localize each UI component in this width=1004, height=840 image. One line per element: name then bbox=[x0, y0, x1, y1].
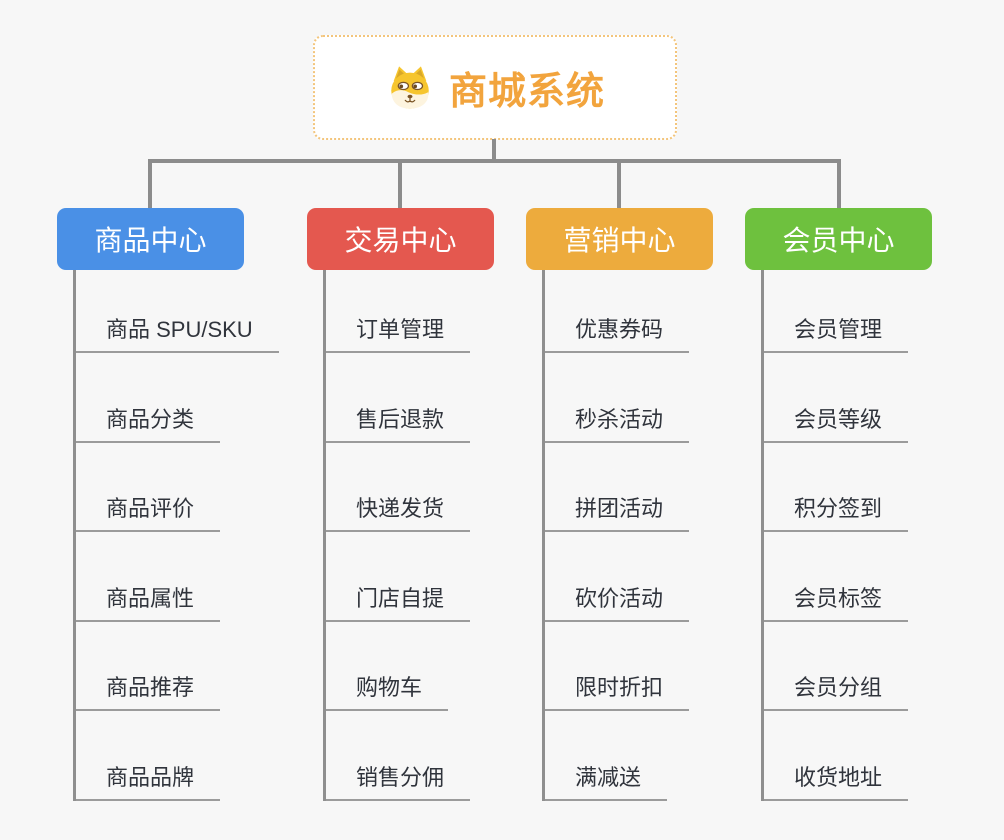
subtopic-row: 销售分佣 bbox=[326, 711, 471, 801]
subtopic-row: 秒杀活动 bbox=[545, 353, 690, 443]
branch-topic-marketing-center[interactable]: 营销中心 bbox=[526, 208, 713, 270]
subtopic-item[interactable]: 优惠券码 bbox=[545, 312, 690, 353]
subtopic-row: 商品 SPU/SKU bbox=[76, 270, 279, 353]
subtopic-row: 商品品牌 bbox=[76, 711, 279, 801]
subtopic-item[interactable]: 订单管理 bbox=[326, 312, 471, 353]
subtopic-column-trade: 订单管理 售后退款 快递发货 门店自提 购物车 销售分佣 bbox=[323, 270, 471, 801]
subtopic-row: 商品分类 bbox=[76, 353, 279, 443]
subtopic-row: 订单管理 bbox=[326, 270, 471, 353]
subtopic-item[interactable]: 满减送 bbox=[545, 760, 668, 801]
subtopic-item[interactable]: 商品评价 bbox=[76, 491, 221, 532]
subtopic-column-marketing: 优惠券码 秒杀活动 拼团活动 砍价活动 限时折扣 满减送 bbox=[542, 270, 690, 801]
subtopic-row: 快递发货 bbox=[326, 443, 471, 532]
subtopic-row: 会员等级 bbox=[764, 353, 909, 443]
subtopic-row: 会员分组 bbox=[764, 622, 909, 711]
subtopic-item[interactable]: 砍价活动 bbox=[545, 581, 690, 622]
subtopic-row: 商品推荐 bbox=[76, 622, 279, 711]
subtopic-item[interactable]: 门店自提 bbox=[326, 581, 471, 622]
subtopic-row: 积分签到 bbox=[764, 443, 909, 532]
subtopic-item[interactable]: 销售分佣 bbox=[326, 760, 471, 801]
subtopic-item[interactable]: 商品 SPU/SKU bbox=[76, 312, 279, 353]
subtopic-item[interactable]: 购物车 bbox=[326, 670, 449, 711]
subtopic-item[interactable]: 积分签到 bbox=[764, 491, 909, 532]
subtopic-row: 收货地址 bbox=[764, 711, 909, 801]
subtopic-item[interactable]: 收货地址 bbox=[764, 760, 909, 801]
connector-drop-product bbox=[148, 161, 152, 208]
subtopic-item[interactable]: 商品属性 bbox=[76, 581, 221, 622]
subtopic-row: 售后退款 bbox=[326, 353, 471, 443]
connector-root-stem bbox=[492, 139, 496, 163]
subtopic-item[interactable]: 会员标签 bbox=[764, 581, 909, 622]
subtopic-item[interactable]: 商品分类 bbox=[76, 402, 221, 443]
connector-drop-member bbox=[837, 161, 841, 208]
connector-drop-marketing bbox=[617, 161, 621, 208]
root-topic[interactable]: 商城系统 bbox=[313, 35, 677, 140]
branch-label: 营销中心 bbox=[563, 225, 676, 256]
subtopic-item[interactable]: 会员分组 bbox=[764, 670, 909, 711]
subtopic-row: 门店自提 bbox=[326, 532, 471, 622]
subtopic-item[interactable]: 会员等级 bbox=[764, 402, 909, 443]
subtopic-row: 限时折扣 bbox=[545, 622, 690, 711]
subtopic-row: 拼团活动 bbox=[545, 443, 690, 532]
subtopic-row: 购物车 bbox=[326, 622, 470, 711]
subtopic-column-member: 会员管理 会员等级 积分签到 会员标签 会员分组 收货地址 bbox=[761, 270, 909, 801]
subtopic-column-product: 商品 SPU/SKU 商品分类 商品评价 商品属性 商品推荐 商品品牌 bbox=[73, 270, 279, 801]
subtopic-row: 会员管理 bbox=[764, 270, 909, 353]
subtopic-item[interactable]: 拼团活动 bbox=[545, 491, 690, 532]
subtopic-row: 商品属性 bbox=[76, 532, 279, 622]
doge-icon bbox=[391, 66, 429, 109]
branch-topic-member-center[interactable]: 会员中心 bbox=[745, 208, 932, 270]
subtopic-row: 商品评价 bbox=[76, 443, 279, 532]
subtopic-row: 会员标签 bbox=[764, 532, 909, 622]
connector-drop-trade bbox=[398, 161, 402, 208]
subtopic-item[interactable]: 商品推荐 bbox=[76, 670, 221, 711]
branch-topic-trade-center[interactable]: 交易中心 bbox=[307, 208, 494, 270]
branch-label: 会员中心 bbox=[782, 225, 895, 256]
branch-label: 商品中心 bbox=[94, 225, 207, 256]
subtopic-row: 砍价活动 bbox=[545, 532, 690, 622]
connector-rail bbox=[148, 159, 841, 163]
subtopic-row: 满减送 bbox=[545, 711, 689, 801]
subtopic-item[interactable]: 快递发货 bbox=[326, 491, 471, 532]
subtopic-row: 优惠券码 bbox=[545, 270, 690, 353]
subtopic-item[interactable]: 售后退款 bbox=[326, 402, 471, 443]
subtopic-item[interactable]: 商品品牌 bbox=[76, 760, 221, 801]
subtopic-item[interactable]: 限时折扣 bbox=[545, 670, 690, 711]
subtopic-item[interactable]: 秒杀活动 bbox=[545, 402, 690, 443]
branch-label: 交易中心 bbox=[344, 225, 457, 256]
subtopic-item[interactable]: 会员管理 bbox=[764, 312, 909, 353]
root-topic-label: 商城系统 bbox=[448, 71, 605, 113]
branch-topic-product-center[interactable]: 商品中心 bbox=[57, 208, 244, 270]
